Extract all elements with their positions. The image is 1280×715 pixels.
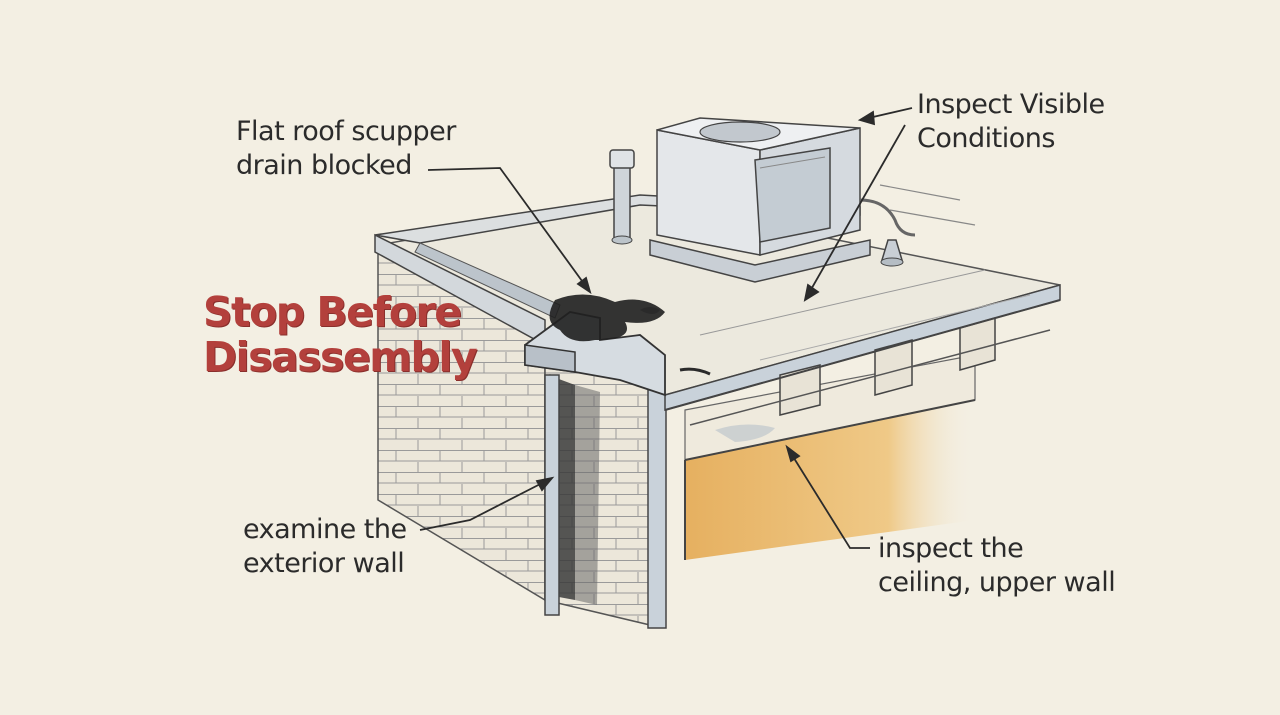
title-line-1: Stop Before xyxy=(203,288,462,336)
vent-pipe xyxy=(609,149,635,245)
scupper-arrowhead xyxy=(576,276,592,295)
hvac-unit xyxy=(649,117,916,283)
scupper-leader xyxy=(427,167,591,293)
callout-scupper-line-1: Flat roof scupper xyxy=(236,116,456,147)
small-vent-cap xyxy=(880,239,904,267)
callout-exterior-wall-line-2: exterior wall xyxy=(243,548,405,579)
callout-inspect-visible-line-2: Conditions xyxy=(917,123,1055,154)
inspect-visible-arrowhead-1 xyxy=(857,110,876,126)
diagram-title: Stop Before Disassembly xyxy=(203,288,478,381)
callout-ceiling: inspect the ceiling, upper wall xyxy=(878,532,1116,600)
inspect-visible-leader-2 xyxy=(804,124,906,301)
scupper-drain xyxy=(524,294,711,397)
callout-exterior-wall: examine the exterior wall xyxy=(243,513,407,581)
exterior-wall-arrowhead xyxy=(535,476,555,492)
callout-inspect-visible: Inspect Visible Conditions xyxy=(917,88,1105,156)
ceiling-arrowhead xyxy=(785,444,801,463)
callout-inspect-visible-line-1: Inspect Visible xyxy=(917,89,1105,120)
callout-scupper: Flat roof scupper drain blocked xyxy=(236,115,456,183)
exterior-wall-leader xyxy=(419,477,553,531)
callout-scupper-line-2: drain blocked xyxy=(236,150,412,181)
downspout xyxy=(544,374,667,629)
ceiling-leader xyxy=(786,446,870,549)
callout-exterior-wall-line-1: examine the xyxy=(243,514,407,545)
water-stain-blockage xyxy=(549,294,665,342)
callout-ceiling-line-2: ceiling, upper wall xyxy=(878,567,1116,598)
inspect-visible-arrowhead-2 xyxy=(803,283,820,302)
callout-leaders xyxy=(419,107,913,549)
title-line-2: Disassembly xyxy=(203,333,478,381)
callout-ceiling-line-1: inspect the xyxy=(878,533,1024,564)
front-brick-pier xyxy=(544,344,651,626)
